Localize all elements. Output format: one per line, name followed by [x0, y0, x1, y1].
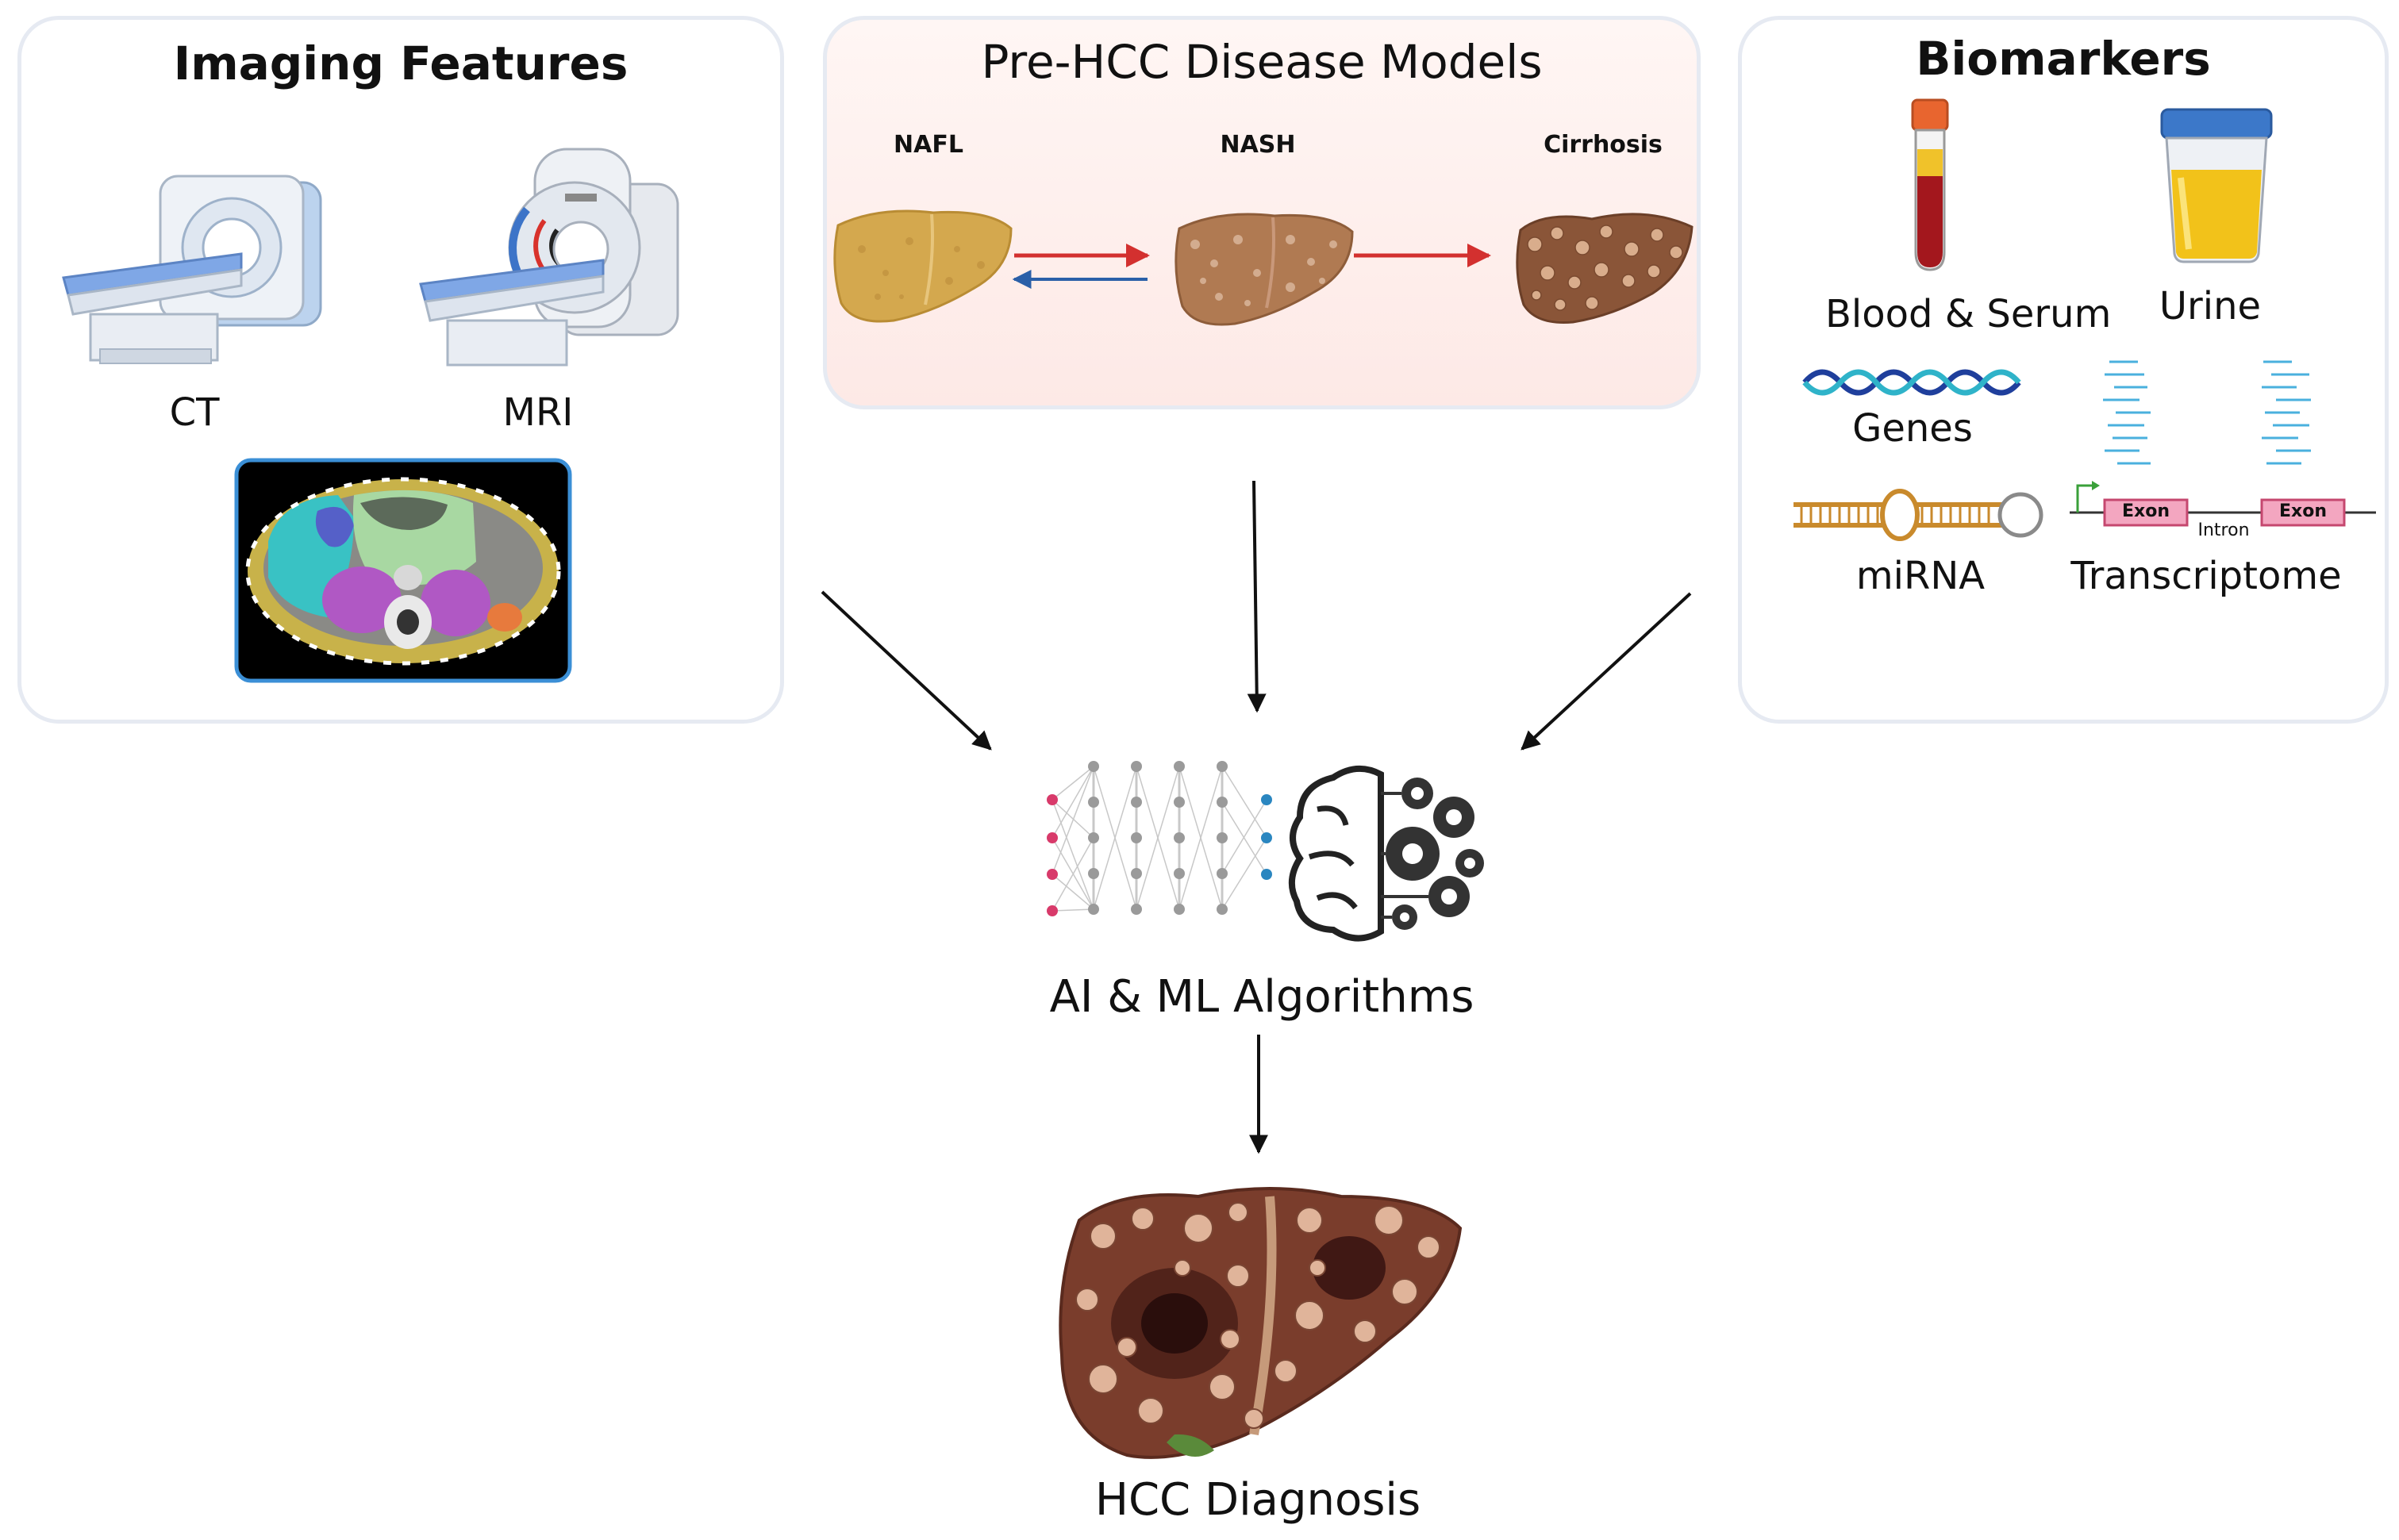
hcc-diagnosis-label: HCC Diagnosis	[1094, 1474, 1421, 1526]
stage-arrows	[1012, 244, 1491, 289]
ct-label: CT	[169, 390, 220, 435]
blood-tube-icon	[1911, 98, 1949, 271]
disease-models-title: Pre-HCC Disease Models	[981, 35, 1543, 89]
nafl-liver-image	[833, 209, 1013, 323]
ai-ml-label: AI & ML Algorithms	[1049, 971, 1474, 1023]
hcc-liver-image	[1059, 1187, 1463, 1459]
biomarkers-title: Biomarkers	[1916, 32, 2211, 86]
cirrhosis-liver-image	[1516, 213, 1694, 325]
biomarkers-panel	[1738, 16, 2389, 724]
transcriptome-icon	[2070, 360, 2376, 527]
arrow-disease-to-ai	[1247, 480, 1267, 713]
arrow-imaging-to-ai	[821, 590, 992, 751]
mirna-label: miRNA	[1855, 554, 1986, 598]
exon-label-left: Exon	[2122, 501, 2170, 521]
blood-serum-label: Blood & Serum	[1825, 292, 2112, 336]
urine-label: Urine	[2159, 284, 2262, 328]
stage-label-nafl: NAFL	[894, 131, 963, 159]
ct-scanner-icon	[62, 175, 322, 364]
intron-label: Intron	[2197, 520, 2250, 540]
brain-gears-icon	[1289, 765, 1484, 942]
stage-label-nash: NASH	[1220, 131, 1296, 159]
neural-network-icon	[1047, 761, 1272, 916]
genes-label: Genes	[1852, 406, 1973, 451]
ct-segmentation-image	[234, 458, 572, 683]
mirna-hairpin-icon	[1793, 489, 2043, 541]
transcriptome-label: Transcriptome	[2070, 554, 2342, 598]
nash-liver-image	[1175, 213, 1354, 326]
urine-cup-icon	[2160, 108, 2273, 263]
imaging-features-title: Imaging Features	[173, 36, 629, 90]
dna-helix-icon	[1802, 369, 2021, 396]
mri-label: MRI	[502, 390, 574, 435]
exon-label-right: Exon	[2279, 501, 2327, 521]
stage-label-cirrhosis: Cirrhosis	[1544, 131, 1663, 159]
mri-scanner-icon	[419, 148, 679, 367]
arrow-biomarkers-to-ai	[1521, 592, 1692, 751]
